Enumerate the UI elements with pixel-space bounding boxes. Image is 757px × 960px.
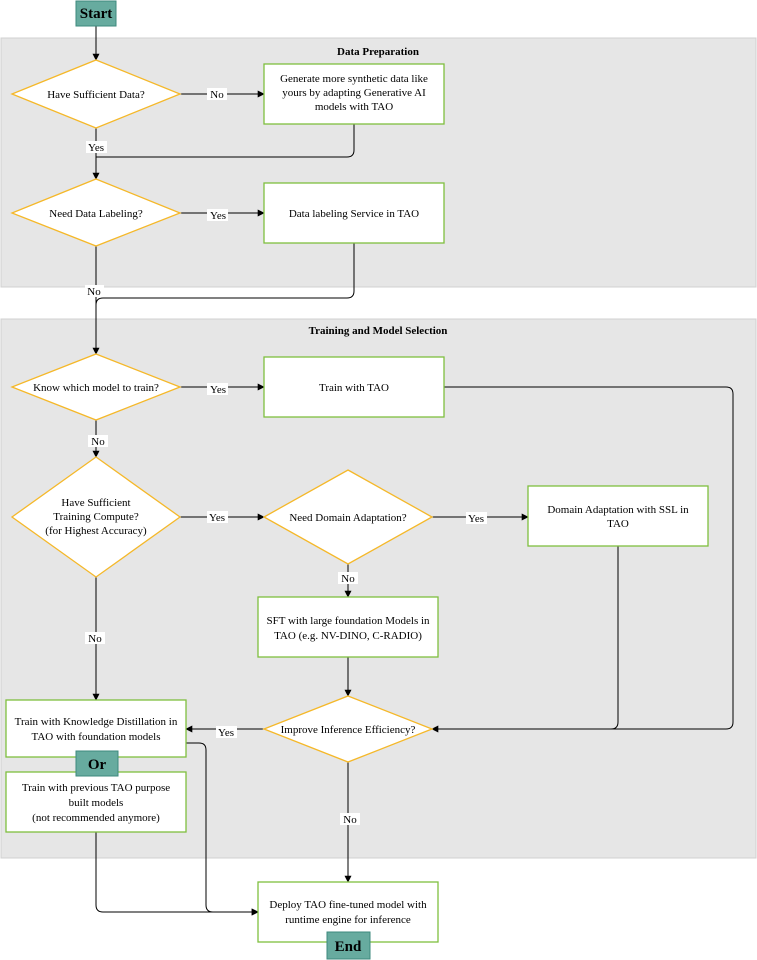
edge-label: No (343, 814, 357, 826)
edge-label: Yes (88, 142, 104, 154)
edge-label: Yes (210, 210, 226, 222)
decision-sufficient-compute: Have Sufficient Training Compute? (for H… (10, 456, 182, 578)
node-label: TAO (e.g. NV-DINO, C-RADIO) (274, 630, 422, 642)
node-label: Need Domain Adaptation? (289, 512, 406, 524)
section-title: Training and Model Selection (309, 325, 448, 337)
process-data-labeling-service: Data labeling Service in TAO (263, 182, 445, 244)
node-label: models with TAO (315, 101, 393, 113)
node-label: Have Sufficient (61, 497, 130, 509)
node-label: Improve Inference Efficiency? (281, 724, 416, 736)
terminal-or: Or (75, 750, 119, 777)
terminal-end: End (326, 931, 371, 960)
edge-label: Yes (468, 513, 484, 525)
terminal-start: Start (75, 0, 117, 27)
node-label: (for Highest Accuracy) (45, 525, 147, 537)
decision-need-domain-adaptation: Need Domain Adaptation? (262, 469, 434, 565)
node-label: Have Sufficient Data? (47, 89, 145, 101)
node-label: Deploy TAO fine-tuned model with (269, 899, 427, 911)
node-label: SFT with large foundation Models in (266, 615, 430, 627)
node-label: Training Compute? (53, 511, 139, 523)
node-label: (not recommended anymore) (32, 812, 160, 824)
decision-have-sufficient-data: Have Sufficient Data? (10, 59, 182, 129)
edge-generate-to-labeling (96, 124, 355, 158)
terminal-label: Or (88, 757, 107, 773)
decision-know-which-model: Know which model to train? (10, 353, 182, 421)
edge-label: No (210, 89, 224, 101)
process-generate-synthetic-data: Generate more synthetic data like yours … (263, 63, 445, 125)
edge-label: No (91, 436, 105, 448)
edge-labeling-service-to-know-model (95, 243, 355, 306)
edge-label: No (88, 633, 102, 645)
node-label: Train with TAO (319, 382, 389, 394)
process-previous-tao-models: Train with previous TAO purpose built mo… (5, 771, 187, 833)
node-label: Know which model to train? (33, 382, 159, 394)
node-label: runtime engine for inference (285, 914, 411, 926)
node-label: TAO with foundation models (32, 731, 161, 743)
node-label: Data labeling Service in TAO (289, 208, 419, 220)
node-label: TAO (607, 518, 629, 530)
edge-label: No (87, 286, 101, 298)
edge-labels: No Yes Yes No Yes No Yes No Yes No Yes N… (85, 88, 487, 826)
edge-label: Yes (210, 384, 226, 396)
process-sft-foundation-models: SFT with large foundation Models in TAO … (257, 596, 439, 658)
node-label: Train with Knowledge Distillation in (15, 716, 178, 728)
node-label: Train with previous TAO purpose (22, 782, 170, 794)
edge-label: Yes (218, 727, 234, 739)
node-label: Generate more synthetic data like (280, 73, 428, 85)
terminal-label: Start (80, 6, 113, 22)
process-knowledge-distillation: Train with Knowledge Distillation in TAO… (5, 699, 187, 758)
node-label: Need Data Labeling? (49, 208, 143, 220)
node-label: Domain Adaptation with SSL in (547, 504, 689, 516)
decision-need-data-labeling: Need Data Labeling? (10, 178, 182, 247)
edge-train-tao-to-efficiency (431, 386, 734, 733)
node-label: built models (69, 797, 124, 809)
process-domain-adaptation-ssl: Domain Adaptation with SSL in TAO (527, 485, 709, 547)
process-train-with-tao: Train with TAO (263, 356, 445, 418)
node-label: yours by adapting Generative AI (282, 87, 426, 99)
terminal-label: End (335, 939, 362, 955)
section-title: Data Preparation (337, 46, 419, 58)
edge-label: Yes (209, 512, 225, 524)
decision-improve-inference-efficiency: Improve Inference Efficiency? (262, 695, 434, 763)
edge-ssl-to-efficiency (432, 546, 619, 730)
edge-label: No (341, 573, 355, 585)
edge-previous-to-deploy (95, 832, 259, 916)
